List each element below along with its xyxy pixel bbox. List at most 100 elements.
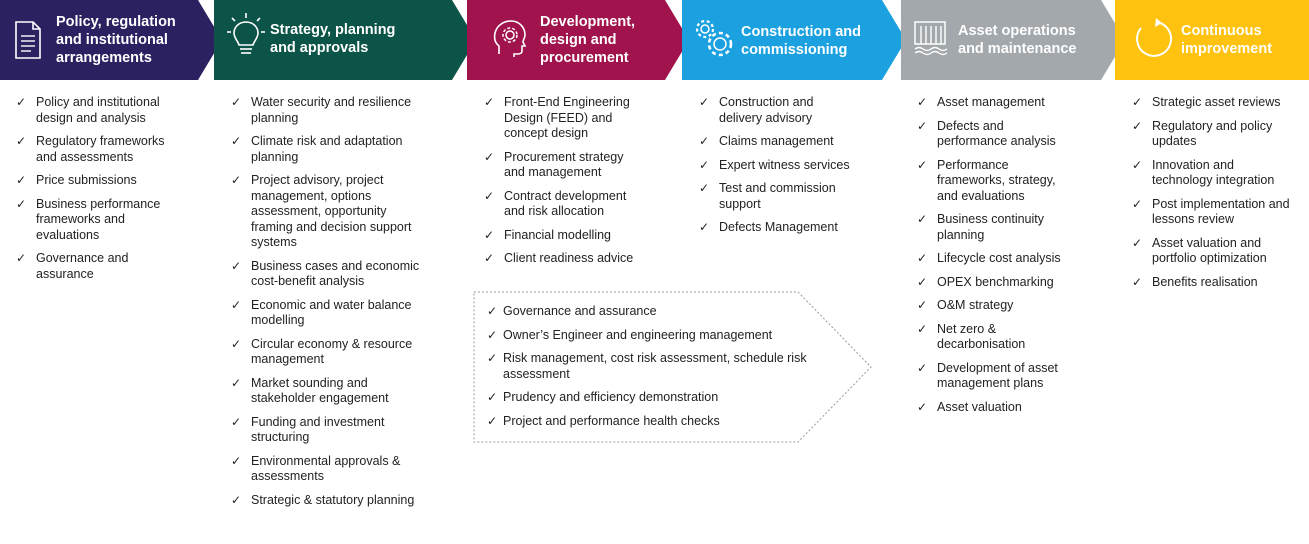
check-icon: ✓: [1132, 196, 1143, 211]
check-icon: ✓: [16, 134, 27, 148]
stage-list-improvement: ✓Strategic asset reviews ✓Regulatory and…: [1132, 95, 1307, 298]
check-icon: ✓: [16, 251, 27, 265]
check-icon: ✓: [917, 274, 928, 289]
stage-chevron-bg: [0, 0, 222, 80]
list-item: ✓Benefits realisation: [1132, 274, 1258, 289]
check-icon: ✓: [1132, 157, 1143, 172]
check-icon: ✓: [699, 220, 710, 234]
stage-title: Construction and commissioning: [741, 24, 862, 58]
list-item: ✓Construction and delivery advisory: [699, 95, 814, 125]
list-item: ✓Client readiness advice: [484, 251, 634, 265]
check-icon: ✓: [487, 304, 498, 318]
list-item: ✓Environmental approvals & assessments: [231, 453, 401, 484]
stage-title: Development, design and procurement: [540, 14, 636, 66]
list-item: ✓Innovation and technology integration: [1132, 157, 1275, 188]
check-icon: ✓: [16, 173, 27, 187]
check-icon: ✓: [484, 227, 495, 242]
list-item: ✓Price submissions: [16, 173, 137, 187]
list-item: ✓Water security and resilience planning: [231, 95, 412, 125]
cross-cutting-list: ✓Governance and assurance ✓Owner’s Engin…: [487, 304, 827, 437]
gears-icon: [694, 18, 736, 65]
check-icon: ✓: [917, 251, 928, 265]
check-icon: ✓: [484, 251, 495, 265]
list-item: ✓Regulatory frameworks and assessments: [16, 134, 165, 164]
check-icon: ✓: [231, 492, 242, 507]
list-item: ✓Asset valuation: [917, 399, 1022, 414]
water-plant-icon: [913, 18, 951, 61]
check-icon: ✓: [487, 351, 498, 365]
list-item: ✓Defects and performance analysis: [917, 118, 1056, 149]
list-item: ✓Risk management, cost risk assessment, …: [487, 351, 807, 381]
check-icon: ✓: [16, 196, 27, 211]
check-icon: ✓: [917, 321, 928, 336]
check-icon: ✓: [1132, 274, 1143, 289]
check-icon: ✓: [484, 188, 495, 203]
check-icon: ✓: [231, 258, 242, 273]
list-item: ✓Procurement strategy and management: [484, 149, 624, 180]
list-item: ✓Economic and water balance modelling: [231, 297, 412, 328]
stage-title: Asset operations and maintenance: [958, 23, 1077, 57]
stage-chevron-bg: [467, 0, 689, 80]
list-item: ✓Performance frameworks, strategy, and e…: [917, 157, 1056, 203]
stage-chevron-bg: [1115, 0, 1309, 80]
list-item: ✓Project advisory, project management, o…: [231, 173, 412, 249]
stage-header-policy: Policy, regulation and institutional arr…: [0, 0, 222, 80]
check-icon: ✓: [1132, 118, 1143, 133]
check-icon: ✓: [699, 95, 710, 109]
stage-header-construction: Construction and commissioning: [682, 0, 906, 80]
list-item: ✓Governance and assurance: [16, 251, 129, 281]
check-icon: ✓: [231, 336, 242, 351]
list-item: ✓O&M strategy: [917, 298, 1014, 312]
check-icon: ✓: [487, 413, 498, 428]
check-icon: ✓: [917, 118, 928, 133]
list-item: ✓Post implementation and lessons review: [1132, 196, 1290, 227]
list-item: ✓Prudency and efficiency demonstration: [487, 390, 719, 404]
check-icon: ✓: [1132, 235, 1143, 250]
check-icon: ✓: [917, 399, 928, 414]
list-item: ✓Business cases and economic cost-benefi…: [231, 258, 420, 289]
list-item: ✓Business continuity planning: [917, 212, 1045, 242]
list-item: ✓Regulatory and policy updates: [1132, 118, 1273, 149]
list-item: ✓Owner’s Engineer and engineering manage…: [487, 327, 773, 342]
list-item: ✓Project and performance health checks: [487, 413, 720, 428]
list-item: ✓Climate risk and adaptation planning: [231, 134, 403, 164]
stage-header-development: Development, design and procurement: [467, 0, 689, 80]
list-item: ✓Strategic asset reviews: [1132, 95, 1281, 109]
cross-cutting-services-box: ✓Governance and assurance ✓Owner’s Engin…: [473, 291, 873, 444]
check-icon: ✓: [484, 95, 495, 109]
stage-header-operations: Asset operations and maintenance: [901, 0, 1125, 80]
check-icon: ✓: [231, 375, 242, 390]
list-item: ✓Expert witness services: [699, 157, 850, 172]
stage-chevron-bg: [901, 0, 1125, 80]
list-item: ✓Defects Management: [699, 220, 838, 234]
stage-list-construction: ✓Construction and delivery advisory ✓Cla…: [699, 95, 894, 244]
list-item: ✓Development of asset management plans: [917, 360, 1058, 391]
check-icon: ✓: [917, 298, 928, 312]
head-gear-icon: [493, 18, 527, 63]
stage-chevron-bg: [682, 0, 906, 80]
check-icon: ✓: [917, 212, 928, 226]
dotted-arrow-outline: [473, 291, 872, 443]
check-icon: ✓: [917, 95, 928, 109]
check-icon: ✓: [699, 181, 710, 195]
list-item: ✓Business performance frameworks and eva…: [16, 196, 161, 242]
document-icon: [13, 20, 43, 65]
list-item: ✓Front-End Engineering Design (FEED) and…: [484, 95, 630, 140]
stage-title: Strategy, planning and approvals: [270, 22, 396, 56]
check-icon: ✓: [917, 360, 928, 375]
list-item: ✓Policy and institutional design and ana…: [16, 95, 160, 125]
lightbulb-icon: [226, 12, 266, 63]
list-item: ✓Test and commission support: [699, 181, 836, 211]
cycle-arrow-icon: [1132, 18, 1174, 65]
stage-header-strategy: Strategy, planning and approvals: [214, 0, 476, 80]
check-icon: ✓: [1132, 95, 1143, 109]
list-item: ✓Asset valuation and portfolio optimizat…: [1132, 235, 1267, 266]
check-icon: ✓: [231, 453, 242, 468]
stage-list-development: ✓Front-End Engineering Design (FEED) and…: [484, 95, 679, 275]
list-item: ✓OPEX benchmarking: [917, 274, 1054, 289]
stage-header-improvement: Continuous improvement: [1115, 0, 1309, 80]
check-icon: ✓: [231, 414, 242, 429]
stage-list-operations: ✓Asset management ✓Defects and performan…: [917, 95, 1107, 423]
list-item: ✓Circular economy & resource management: [231, 336, 413, 367]
list-item: ✓Strategic & statutory planning: [231, 492, 415, 507]
